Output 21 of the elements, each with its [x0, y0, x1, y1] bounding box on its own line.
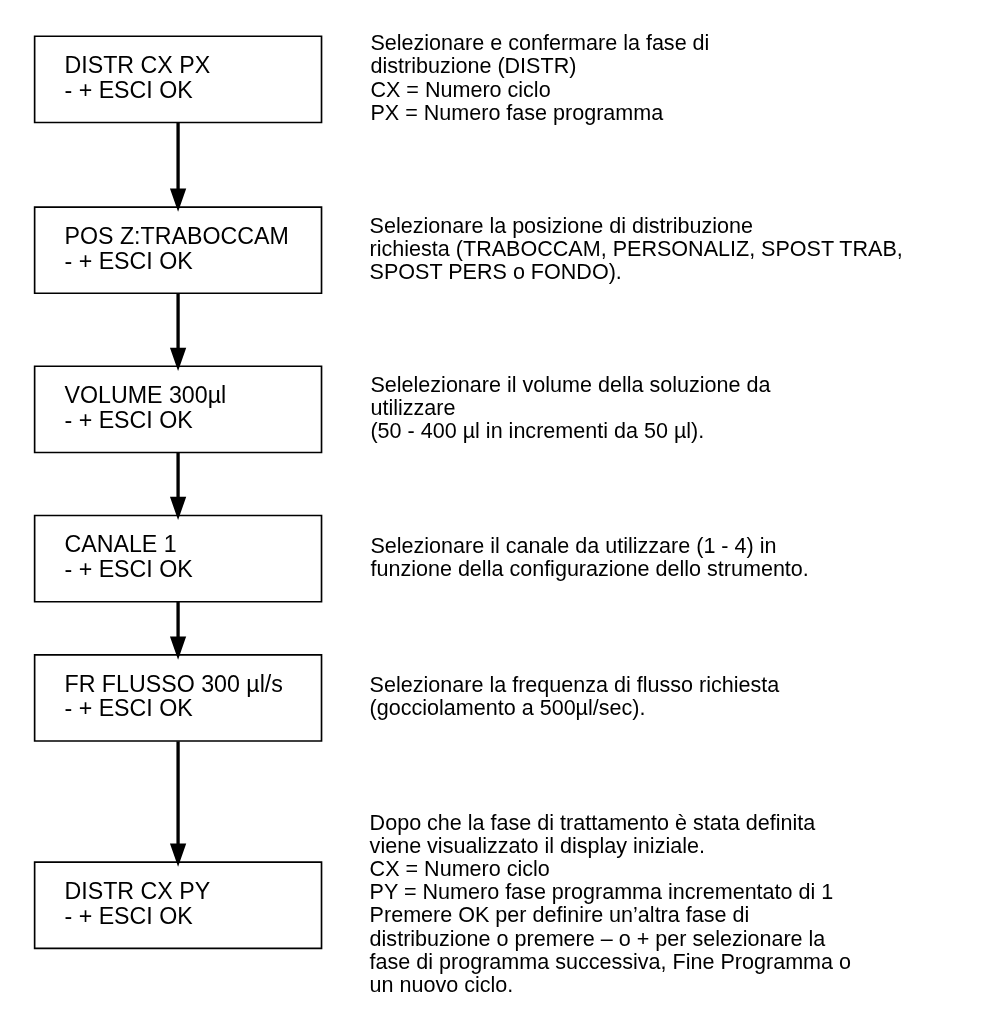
node-label: Selezionare e confermare la fase di distribuzione (DISTR) [369, 30, 709, 79]
node-label: CX = Numero ciclo [369, 856, 550, 882]
node-box: FR FLUSSO 300 µl/s - + ESCI OK [33, 653, 322, 742]
node-label: PY = Numero fase programma incrementato di 1 [369, 879, 833, 905]
node-label: Selezionare la posizione di distribuzione richiesta (TRABOCCAM, PERSONALIZ, SPOST TRAB, SPOST PERS o FONDO). [369, 212, 903, 285]
node-box: VOLUME 300µl - + ESCI OK [33, 365, 322, 454]
node-box: POS Z:TRABOCCAM - + ESCI OK [33, 206, 322, 295]
node-box: DISTR CX PY - + ESCI OK [33, 861, 322, 950]
node-box: DISTR CX PX - + ESCI OK [33, 35, 322, 124]
node-box: CANALE 1 - + ESCI OK [33, 514, 322, 603]
arrow [169, 293, 186, 371]
node-label: Selelezionare il volume della soluzione da utilizzare [369, 371, 771, 421]
node-label: Dopo che la fase di trattamento è stata definita viene visualizzato il display iniziale. [369, 809, 815, 858]
node-label: PX = Numero fase programma [369, 99, 663, 125]
arrow [169, 452, 186, 521]
arrow [169, 741, 186, 867]
node-label: (50 - 400 µl in incrementi da 50 µl). [369, 418, 704, 444]
node-label: Selezionare la frequenza di flusso richiesta (gocciolamento a 500µl/sec). [369, 671, 779, 721]
arrow [169, 601, 186, 660]
arrow [169, 122, 186, 212]
node-label: Selezionare il canale da utilizzare (1 - 4) in funzione della configurazione dello strumento. [369, 532, 809, 581]
